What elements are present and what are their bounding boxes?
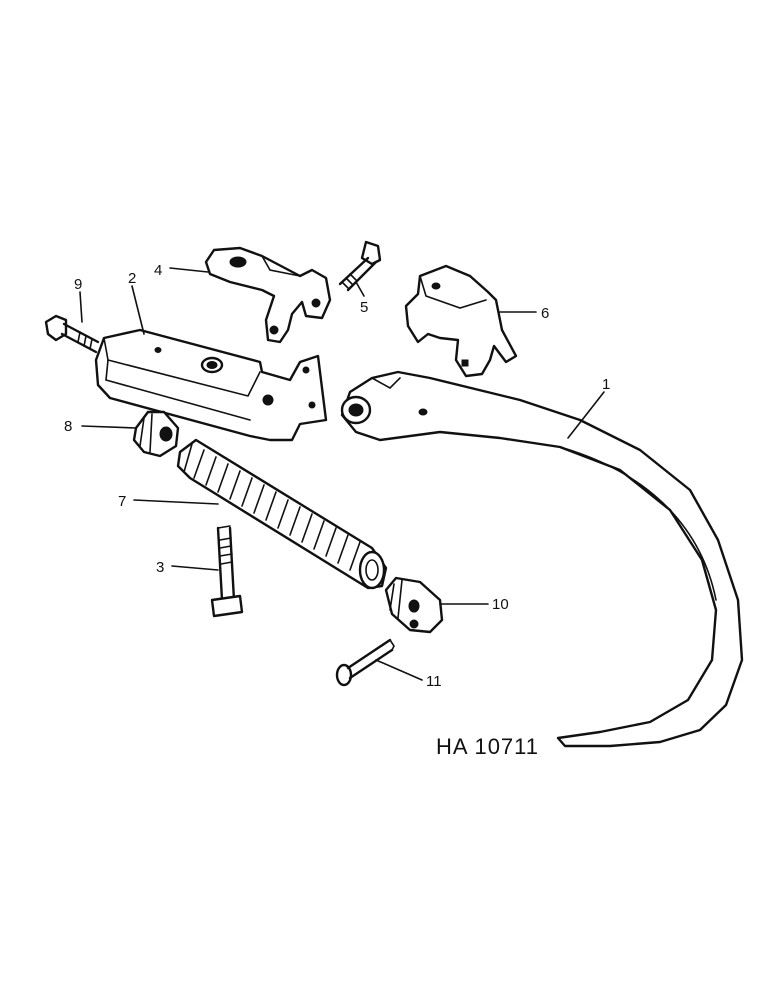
callout-11: 11 [426,673,442,690]
part-5-bolt [338,240,382,292]
part-11-pin [335,638,395,687]
callout-9: 9 [74,276,82,293]
part-10-spring-cup [384,576,444,634]
part-3-bolt [210,525,244,618]
callout-3: 3 [156,559,164,576]
callout-10: 10 [492,596,509,613]
callout-2: 2 [128,270,136,287]
part-6-clamp [404,264,518,378]
callout-7: 7 [118,493,126,510]
part-2-bracket [94,328,328,442]
callout-1: 1 [602,376,610,393]
figure-reference-code: HA 10711 [436,734,539,759]
part-7-spring [176,438,388,590]
part-8-spring-cup [132,410,180,458]
callout-5: 5 [360,299,368,316]
part-1-shank [340,370,744,748]
callout-6: 6 [541,305,549,322]
callout-4: 4 [154,262,162,279]
part-4-upper-bracket [204,246,332,344]
callout-labels: 1 2 3 4 5 6 7 8 9 10 11 [64,262,610,690]
leader-lines [79,267,605,681]
callout-8: 8 [64,418,72,435]
part-9-bolt [44,314,100,354]
